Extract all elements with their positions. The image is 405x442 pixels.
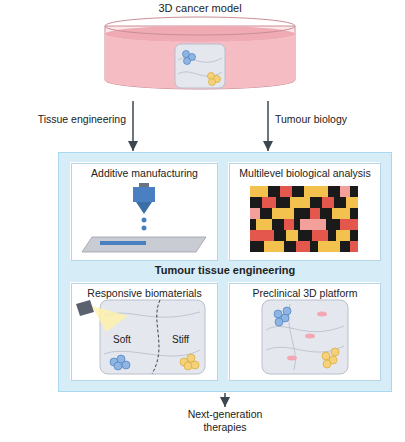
- heatmap-part: [290, 197, 310, 208]
- responsive-biomaterial-part: [152, 300, 160, 374]
- heatmap-part: [310, 208, 320, 219]
- responsive-biomaterial-part: [76, 300, 94, 316]
- printer-nozzle-part: [100, 241, 146, 245]
- petri-dish: [105, 17, 295, 89]
- heatmap-part: [262, 197, 276, 208]
- node-text: Additive manufacturing: [75, 167, 214, 180]
- responsive-biomaterial: [76, 300, 205, 374]
- petri-dish-part: [105, 26, 295, 42]
- preclinical-platform-part: [274, 310, 282, 318]
- panel-ground-part: [228, 282, 380, 380]
- model-heading-node: 3D cancer model: [95, 0, 305, 100]
- preclinical-platform-part: [322, 352, 330, 360]
- heatmap-part: [250, 208, 260, 219]
- panel-ground-part: [70, 282, 217, 380]
- responsive-biomaterial-part: [191, 361, 199, 369]
- heatmap-part: [340, 219, 358, 230]
- node-text: Multilevel biological analysis: [233, 167, 377, 180]
- panel-ground-part: [70, 162, 217, 260]
- heatmap-part: [286, 230, 298, 241]
- panel-ground-part: [58, 152, 392, 392]
- heatmap-part: [300, 219, 326, 230]
- heatmap-part: [272, 208, 294, 219]
- heatmap-part: [332, 208, 350, 219]
- process-box: Additive manufacturing: [71, 163, 218, 261]
- preclinical-platform-part: [331, 348, 339, 356]
- preclinical-platform-part: [266, 304, 344, 370]
- heatmap: [250, 186, 358, 252]
- preclinical-platform: [262, 300, 348, 374]
- responsive-biomaterial-part: [92, 306, 128, 332]
- edge-label: Tissue engineering: [37, 113, 127, 126]
- preclinical-platform-part: [287, 356, 297, 361]
- preclinical-platform-part: [305, 334, 315, 339]
- engineering-panel: Tumour tissue engineering Additive manufa…: [58, 152, 392, 392]
- petri-dish-part: [209, 79, 216, 86]
- heatmap-part: [284, 219, 294, 230]
- heatmap-part: [340, 186, 350, 197]
- printer-nozzle-part: [133, 187, 155, 202]
- preclinical-platform-part: [262, 300, 348, 374]
- heatmap-part: [336, 230, 350, 241]
- heatmap-part: [346, 197, 358, 208]
- heatmap-part: [264, 241, 284, 252]
- responsive-biomaterial-part: [187, 354, 195, 362]
- preclinical-platform-part: [323, 360, 331, 368]
- process-box: Multilevel biological analysis: [229, 163, 381, 261]
- printer-nozzle: [82, 183, 206, 252]
- responsive-biomaterial-part: [100, 300, 205, 374]
- heatmap-part: [304, 186, 328, 197]
- heatmap-part: [318, 241, 340, 252]
- flow-arrow: [224, 393, 226, 407]
- material-label: Soft: [111, 334, 133, 346]
- preclinical-platform-part: [275, 318, 283, 326]
- node-text: Tumour tissue engineering: [59, 264, 391, 277]
- process-box: Preclinical 3D platform: [229, 283, 381, 381]
- heatmap-part: [350, 241, 358, 252]
- petri-dish-part: [175, 44, 225, 88]
- outcome-node: Next-generation therapies: [183, 408, 267, 433]
- heatmap-part: [250, 230, 274, 241]
- printer-nozzle-part: [139, 183, 149, 187]
- responsive-biomaterial-part: [114, 362, 122, 370]
- process-box: Responsive biomaterials: [71, 283, 218, 381]
- heatmap-part: [250, 186, 358, 252]
- heatmap-part: [250, 186, 268, 197]
- heatmap-part: [312, 230, 328, 241]
- node-text: Preclinical 3D platform: [233, 287, 377, 300]
- heatmap-part: [256, 219, 272, 230]
- preclinical-platform-part: [283, 307, 291, 315]
- printer-nozzle-part: [136, 202, 152, 214]
- node-text: 3D cancer model: [95, 0, 305, 15]
- edge-label: Tumour biology: [274, 113, 348, 126]
- petri-dish-part: [105, 17, 295, 35]
- node-text: Responsive biomaterials: [75, 287, 214, 300]
- responsive-biomaterial-part: [122, 361, 130, 369]
- heatmap-part: [280, 186, 292, 197]
- petri-dish-part: [184, 58, 191, 65]
- heatmap-part: [296, 241, 310, 252]
- material-label: Stiff: [170, 334, 191, 346]
- flow-arrow: [267, 101, 269, 151]
- panel-ground-part: [228, 162, 380, 260]
- node-text: Next-generation therapies: [183, 408, 267, 433]
- petri-dish-part: [178, 58, 222, 76]
- printer-nozzle-part: [142, 218, 147, 223]
- preclinical-platform-part: [317, 312, 327, 317]
- petri-dish-part: [105, 34, 295, 89]
- flow-arrow: [132, 101, 134, 151]
- heatmap-part: [322, 197, 334, 208]
- panel-ground: [58, 152, 392, 392]
- printer-nozzle-part: [82, 237, 206, 252]
- printer-nozzle-part: [142, 226, 147, 231]
